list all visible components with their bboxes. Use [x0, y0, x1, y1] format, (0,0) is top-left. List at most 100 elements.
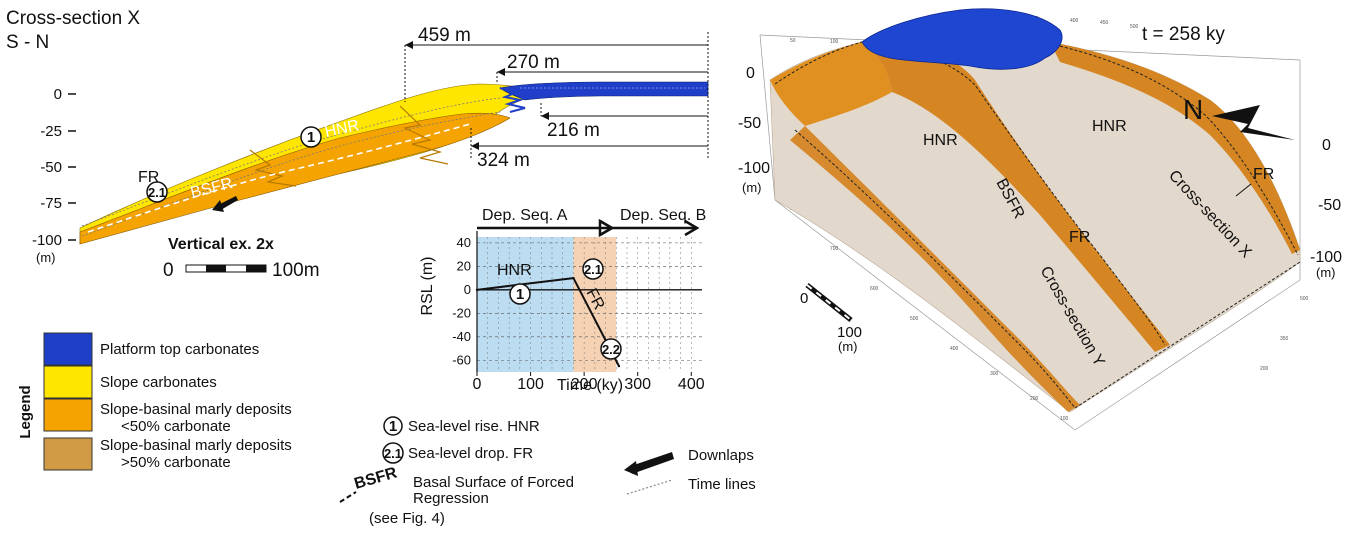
svg-text:500: 500: [1300, 296, 1309, 302]
rsl-shaded-interval-0: [477, 237, 574, 372]
legend-bsfr-dash: [339, 491, 357, 503]
legend-time-line-icon: [626, 479, 673, 495]
block-left-axis: 0 -50 -100 (m): [738, 65, 770, 195]
rsl-x-tick-label: 100: [517, 376, 544, 393]
cross-section-orientation: S - N: [6, 32, 49, 53]
block-diagram: 50 100 150 200 250 300 350 400 450 500 8…: [738, 8, 1342, 431]
block-left-tick: -100: [738, 160, 770, 177]
cs-tick-label: 0: [54, 86, 62, 103]
block-fr-mid: FR: [1069, 229, 1090, 246]
legend-swatch-platform: [43, 332, 93, 366]
block-band-right: [1050, 42, 1300, 254]
block-fr-right: FR: [1253, 166, 1274, 183]
rsl-ylabel: RSL (m): [419, 257, 436, 316]
rsl-circle-22-label: 2.2: [602, 342, 620, 357]
block-right-unit: (m): [1316, 265, 1336, 280]
legend-time-lines: Time lines: [688, 476, 756, 493]
legend-circle-1: [383, 416, 403, 436]
legend-label-marly-high-1: Slope-basinal marly deposits: [100, 437, 292, 454]
legend-swatch-marly-low: [43, 398, 93, 432]
seq-b-label: Dep. Seq. B: [620, 207, 706, 224]
rsl-y-tick-label: 40: [457, 235, 471, 250]
cs-circle-1: [300, 126, 322, 148]
legend-bsfr-line1: Basal Surface of Forced: [413, 474, 574, 491]
block-band-left: [770, 42, 892, 126]
svg-text:500: 500: [1130, 24, 1139, 30]
legend-swatch-slope: [43, 365, 93, 399]
cs-y-unit: (m): [36, 250, 56, 265]
block-scale-unit: (m): [838, 339, 858, 354]
block-band-bsfr: [862, 41, 1170, 352]
cs-circle-21-label: 2.1: [148, 185, 166, 200]
rsl-circle-22: [600, 338, 622, 360]
block-scale-bar: 0 100 (m): [800, 283, 862, 354]
cs-tick-label: -100: [32, 232, 62, 249]
cross-section-strata: [79, 81, 709, 245]
bsfr-surface: [87, 123, 471, 233]
svg-text:100: 100: [1060, 416, 1069, 422]
cs-circle-1-label: 1: [307, 129, 315, 146]
block-right-axis: 0 -50 -100 (m): [1310, 137, 1342, 280]
distance-label-216: 216 m: [547, 120, 600, 141]
svg-text:300: 300: [990, 371, 999, 377]
svg-text:450: 450: [1100, 20, 1109, 26]
block-scale-zero: 0: [800, 290, 808, 307]
platform-top-body: [499, 81, 709, 101]
block-time-label: t = 258 ky: [1142, 24, 1225, 45]
scale-bar-zero: 0: [163, 260, 174, 281]
svg-text:100: 100: [830, 39, 839, 45]
cs-tick-label: -25: [40, 123, 62, 140]
rsl-y-tick-label: -20: [452, 305, 471, 320]
rsl-chart: Dep. Seq. A Dep. Seq. B 40 200 -20 -40 -60 0 1…: [419, 207, 706, 394]
rsl-y-tick-label: 0: [464, 282, 471, 297]
legend-sea-rise: Sea-level rise. HNR: [408, 418, 540, 435]
block-platform-top: [861, 8, 1063, 70]
cs-tick-label: -75: [40, 195, 62, 212]
legend-downlaps: Downlaps: [688, 447, 754, 464]
seq-a-label: Dep. Seq. A: [482, 207, 568, 224]
slope-jagged-edge: [249, 149, 297, 187]
rsl-x-tick-label: 300: [624, 376, 651, 393]
block-left-tick: 0: [746, 65, 755, 82]
cross-section-y-axis: 0 -25 -50 -75 -100 (m): [32, 86, 76, 265]
legend-label-marly-low-1: Slope-basinal marly deposits: [100, 401, 292, 418]
cross-section-panel: Cross-section X S - N 0 -25 -50 -75 -100…: [6, 8, 709, 281]
distance-markers: 459 m 270 m 216 m 324 m: [404, 25, 709, 171]
vertical-exaggeration: Vertical ex. 2x: [168, 236, 274, 253]
cs-hnr-label: HNR: [323, 117, 360, 141]
block-hnr-left: HNR: [923, 132, 958, 149]
block-right-tick: -50: [1318, 197, 1341, 214]
block-hnr-right: HNR: [1092, 118, 1127, 135]
svg-text:400: 400: [950, 346, 959, 352]
block-scale-100: 100: [837, 324, 862, 341]
block-band-lower: [790, 126, 1080, 412]
rsl-y-tick-label: -60: [452, 352, 471, 367]
block-north-label: N: [1183, 94, 1203, 125]
distance-label-459: 459 m: [418, 25, 471, 46]
rsl-hnr-label: HNR: [497, 262, 532, 279]
rsl-y-tick-label: 20: [457, 258, 471, 273]
distance-label-270: 270 m: [507, 52, 560, 73]
cross-section-title: Cross-section X: [6, 8, 140, 29]
svg-text:200: 200: [1030, 396, 1039, 402]
rsl-circle-21: [582, 258, 604, 280]
svg-text:200: 200: [1260, 366, 1269, 372]
legend-circle-21: [382, 442, 404, 464]
rsl-data-point: [475, 288, 479, 292]
rsl-circle-21-label: 2.1: [584, 262, 602, 277]
svg-text:50: 50: [790, 38, 796, 44]
legend-title: Legend: [17, 385, 34, 438]
legend-circle-1-label: 1: [389, 418, 397, 435]
legend-swatch-marly-high: [43, 437, 93, 471]
rsl-xlabel: Time (ky): [557, 377, 623, 394]
legend-circle-21-label: 2.1: [384, 446, 402, 461]
rsl-y-tick-label: -40: [452, 329, 471, 344]
legend-downlap-icon: [624, 452, 674, 476]
legend-label-platform: Platform top carbonates: [100, 341, 259, 358]
block-left-tick: -50: [738, 115, 761, 132]
rsl-x-tick-label: 200: [571, 376, 598, 393]
block-right-tick: -100: [1310, 249, 1342, 266]
legend-bsfr-line2: Regression: [413, 490, 489, 507]
